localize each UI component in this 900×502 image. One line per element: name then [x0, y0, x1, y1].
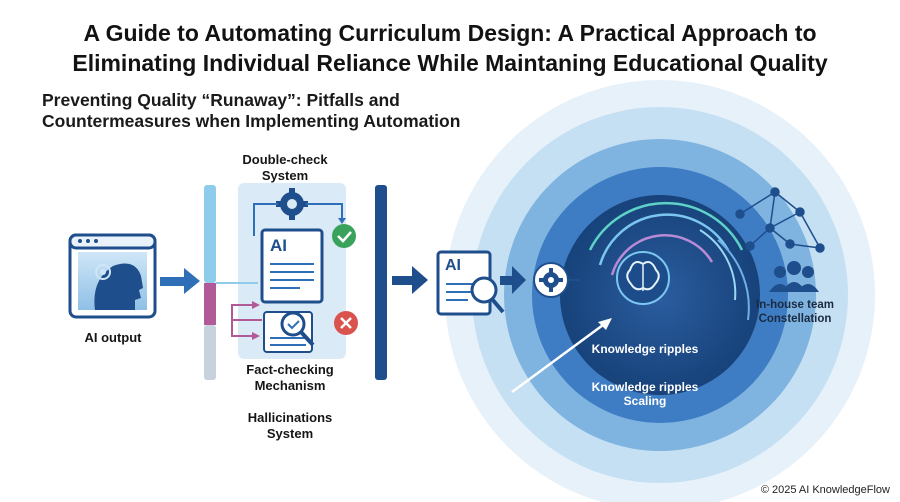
hallucinations-line-2: System — [266, 426, 314, 441]
knowledge-ripples-label: Knowledge ripples — [591, 342, 699, 356]
network-icon — [735, 187, 825, 253]
pipeline-bar-left — [204, 185, 216, 380]
team-line-1: In-house team — [756, 299, 834, 311]
knowledge-scaling-label: Knowledge ripples Scaling — [580, 380, 710, 408]
doc-ai-label: AI — [270, 236, 287, 255]
document-icon — [260, 228, 324, 304]
double-check-panel — [231, 183, 358, 359]
ai-output-monitor — [68, 233, 157, 319]
title-line-1: A Guide to Automating Curriculum Design:… — [83, 20, 817, 46]
check-icon — [332, 224, 356, 248]
team-line-2: Constellation — [758, 313, 832, 325]
arrow-3 — [500, 266, 526, 294]
knowledge-scaling-line-2: Scaling — [623, 394, 667, 408]
ripple-circles — [445, 80, 875, 502]
arrow-2 — [392, 266, 428, 294]
process-gear-icon — [533, 262, 569, 298]
fact-checking-label: Fact-checking Mechanism — [235, 362, 345, 394]
gear-icon — [276, 188, 308, 220]
cross-icon — [334, 311, 358, 335]
double-check-line-1: Double-check — [242, 152, 328, 167]
hallucinations-line-1: Hallicinations — [247, 410, 333, 425]
pipeline-bar-right — [375, 185, 387, 380]
team-label: In-house team Constellation — [740, 298, 850, 326]
document-ai-icon — [436, 250, 505, 316]
title-line-2: Eliminating Individual Reliance While Ma… — [72, 50, 828, 76]
double-check-label: Double-check System — [230, 152, 340, 184]
fact-checking-line-1: Fact-checking — [246, 362, 334, 377]
section-subtitle: Preventing Quality “Runaway”: Pitfalls a… — [42, 90, 460, 132]
doc-ai-label-2: AI — [445, 257, 461, 274]
hallucinations-label: Hallicinations System — [235, 410, 345, 442]
fact-checking-line-2: Mechanism — [254, 378, 326, 393]
magnifier-icon — [263, 311, 315, 353]
double-check-line-2: System — [261, 168, 309, 183]
team-icon — [769, 261, 819, 292]
ai-output-label: AI output — [84, 330, 142, 345]
copyright: © 2025 AI KnowledgeFlow — [760, 484, 890, 496]
subtitle-line-1: Preventing Quality “Runaway”: Pitfalls a… — [42, 90, 400, 110]
page-title: A Guide to Automating Curriculum Design:… — [0, 18, 900, 78]
knowledge-scaling-line-1: Knowledge ripples — [591, 380, 699, 394]
arrow-1 — [160, 268, 200, 294]
subtitle-line-2: Countermeasures when Implementing Automa… — [42, 111, 461, 131]
